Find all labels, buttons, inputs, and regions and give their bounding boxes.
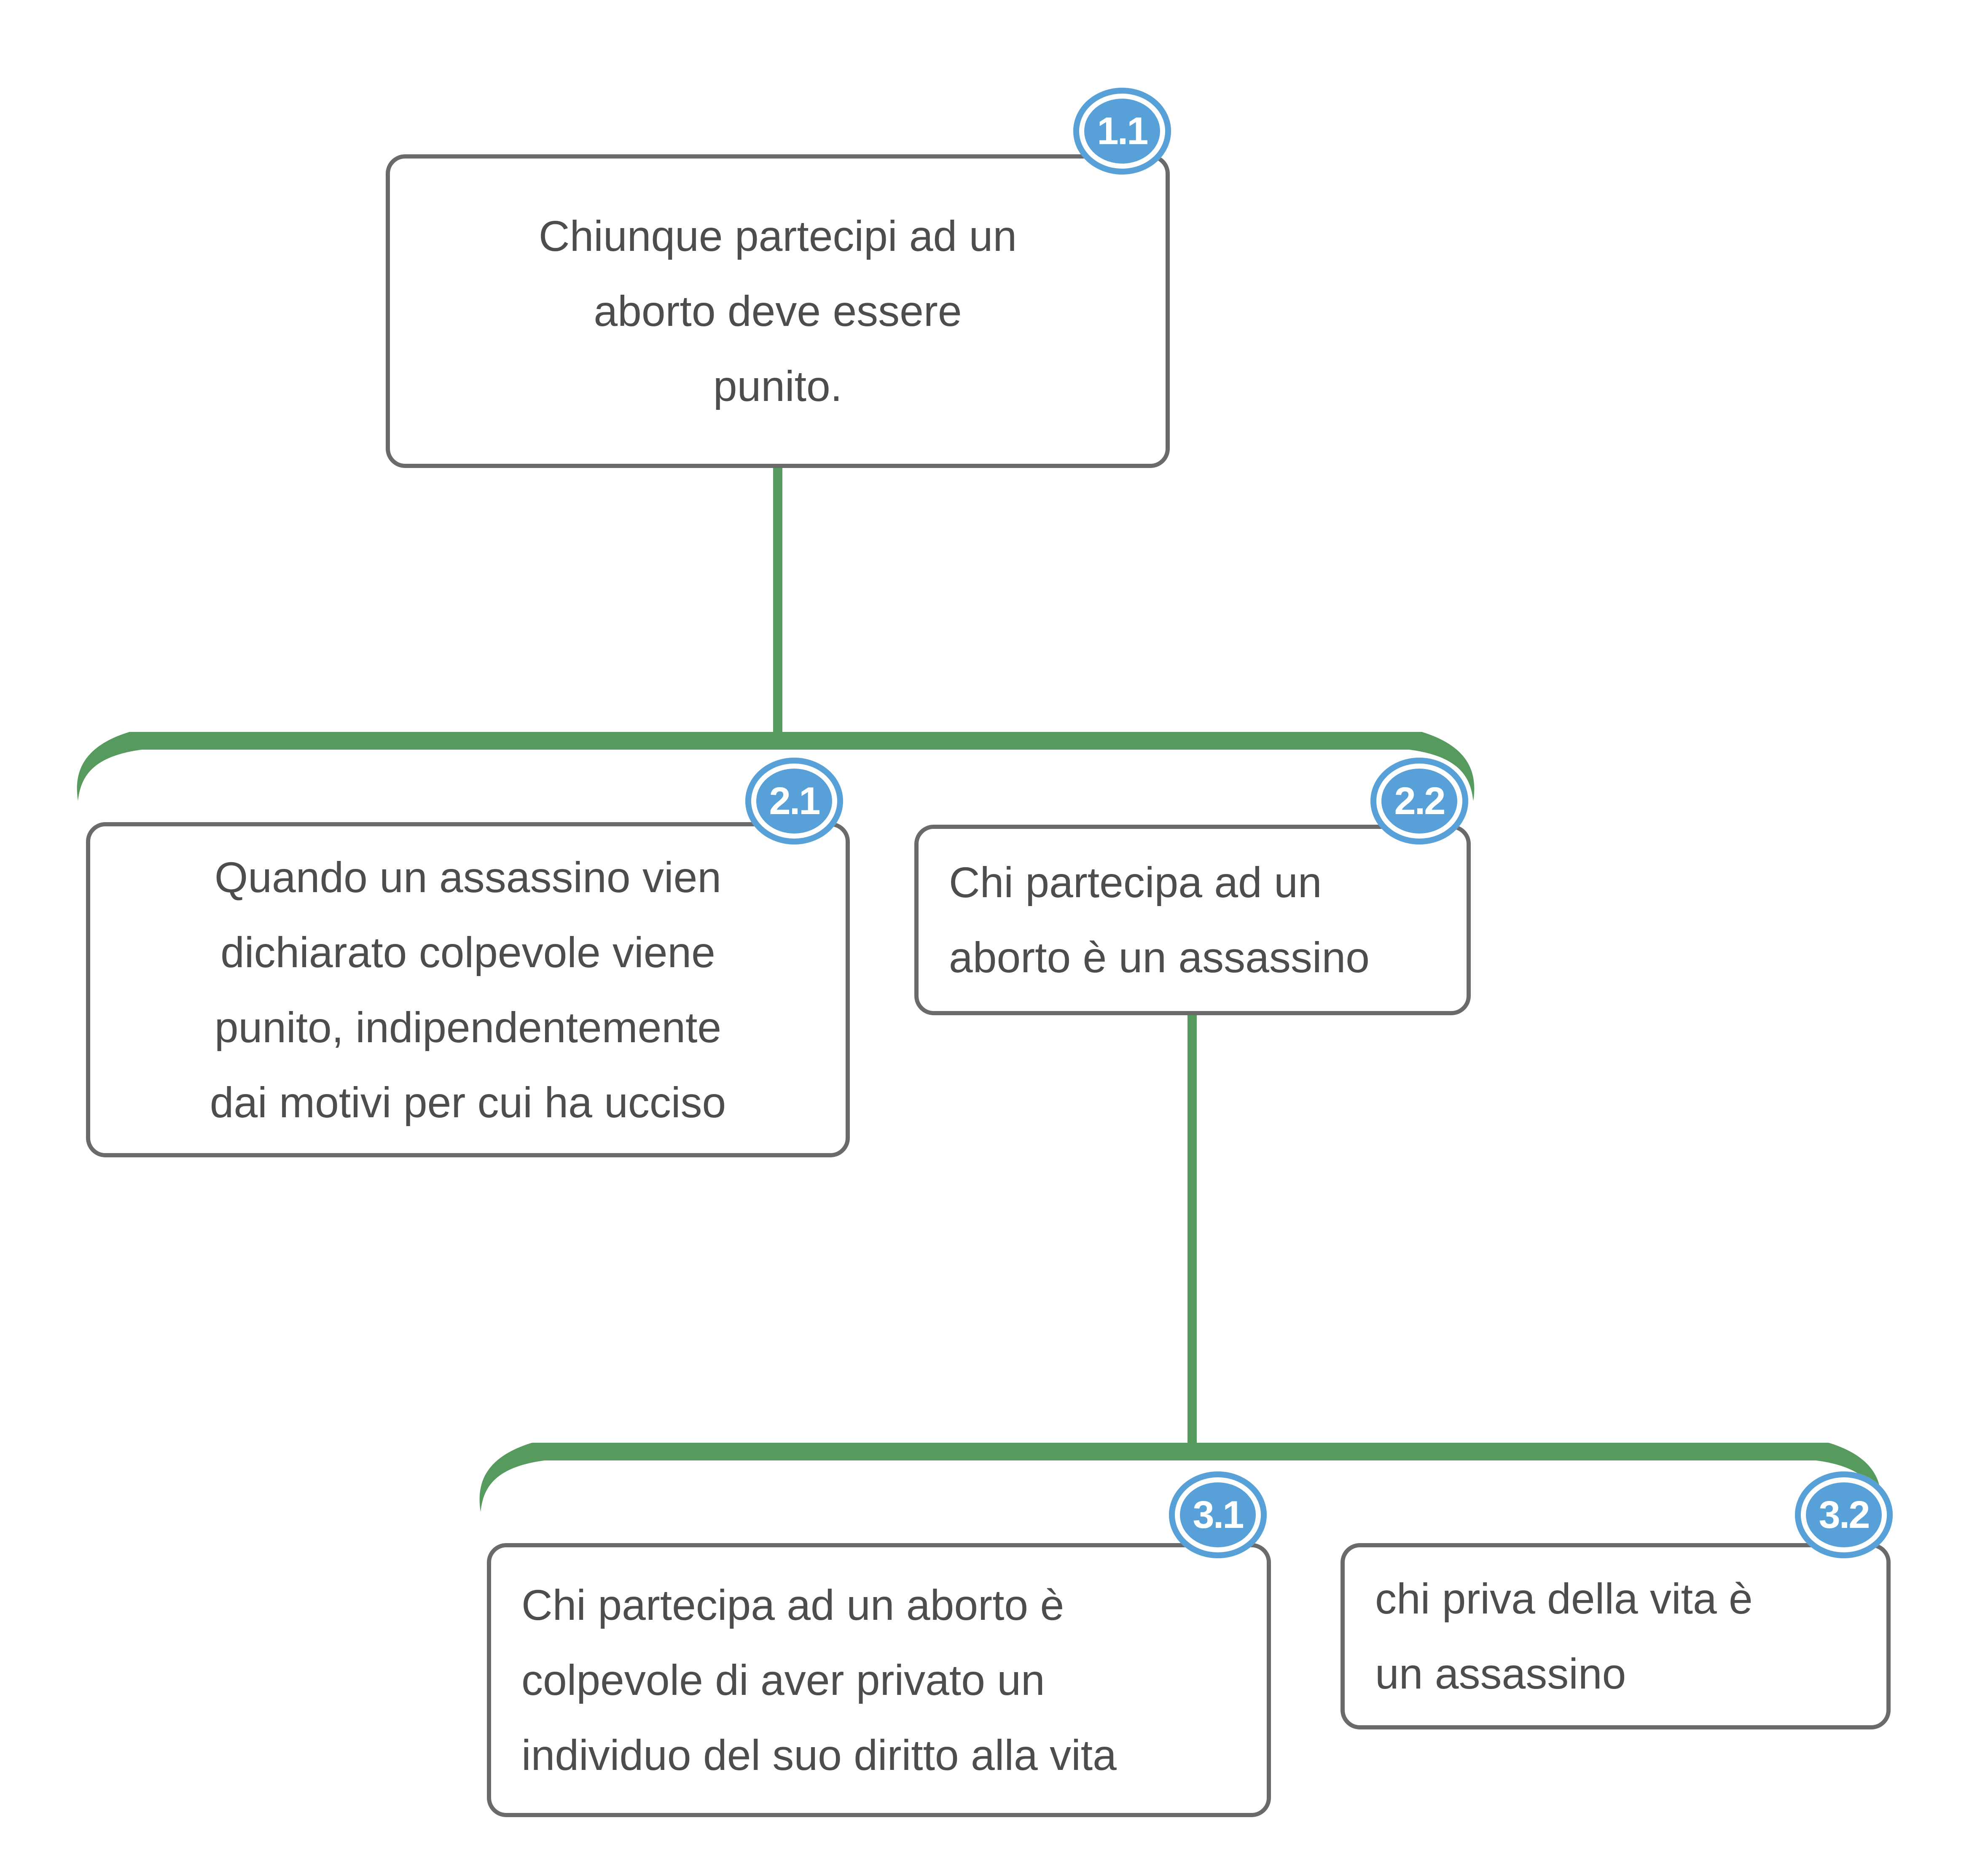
claim-text-line: un assassino — [1375, 1650, 1626, 1698]
claim-node-3-1[interactable]: Chi partecipa ad un aborto è colpevole d… — [487, 1543, 1271, 1817]
connector-vline-root — [773, 466, 782, 743]
connector-vline-node-2-2 — [1187, 1010, 1197, 1453]
claim-text-line: Chi partecipa ad un aborto è — [521, 1581, 1064, 1629]
claim-text-line: punito, indipendentemente — [214, 1003, 722, 1051]
node-number-badge-2-2: 2.2 — [1370, 758, 1468, 844]
claim-text-line: punito. — [713, 362, 843, 410]
claim-text-line: dichiarato colpevole viene — [220, 928, 715, 976]
claim-text-line: dai motivi per cui ha ucciso — [210, 1078, 726, 1127]
claim-node-2-2[interactable]: Chi partecipa ad un aborto è un assassin… — [914, 825, 1471, 1015]
connector-bracket-level-3 — [479, 1443, 1881, 1512]
claim-text-line: aborto è un assassino — [949, 933, 1370, 982]
node-number-badge-3-1: 3.1 — [1169, 1471, 1267, 1558]
claim-node-1-1[interactable]: Chiunque partecipi ad un aborto deve ess… — [386, 154, 1170, 468]
claim-text-line: Chiunque partecipi ad un — [538, 212, 1017, 260]
claim-text-line: Quando un assassino vien — [214, 853, 722, 901]
claim-text-line: chi priva della vita è — [1375, 1575, 1753, 1623]
claim-text-line: individuo del suo diritto alla vita — [521, 1731, 1117, 1779]
claim-node-2-1[interactable]: Quando un assassino vien dichiarato colp… — [86, 822, 850, 1157]
connector-bracket-level-2 — [77, 732, 1475, 801]
claim-text-line: colpevole di aver privato un — [521, 1656, 1045, 1704]
claim-text-line: aborto deve essere — [594, 287, 962, 335]
node-number-badge-3-2: 3.2 — [1795, 1471, 1893, 1558]
claim-text-line: Chi partecipa ad un — [949, 858, 1322, 906]
node-number-badge-1-1: 1.1 — [1073, 88, 1171, 175]
claim-node-3-2[interactable]: chi priva della vita è un assassino — [1341, 1543, 1891, 1729]
node-number-badge-2-1: 2.1 — [745, 758, 843, 844]
